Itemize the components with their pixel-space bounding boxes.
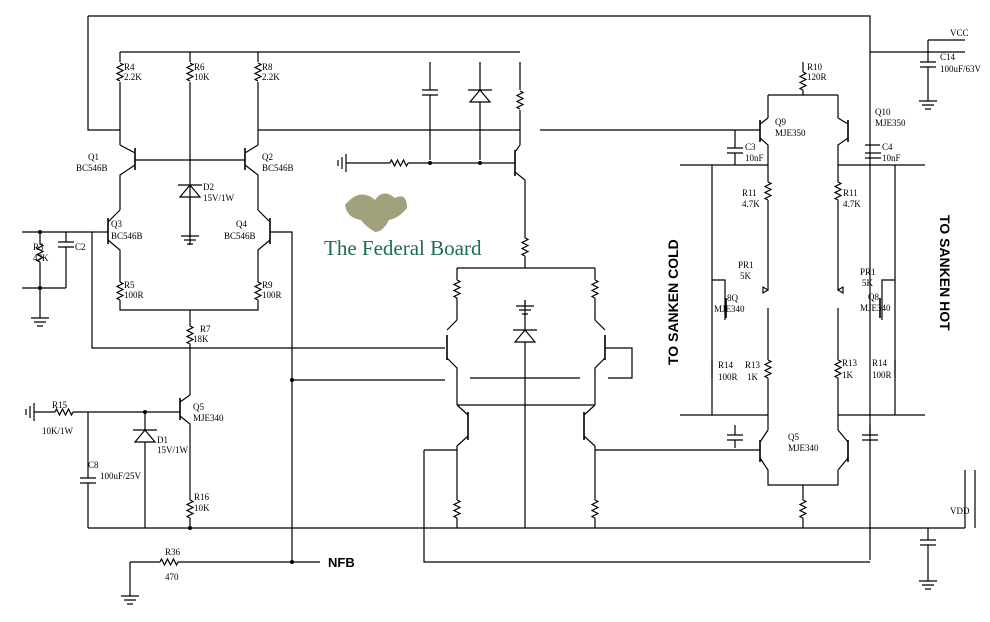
label-r11a: R11 [742,188,757,198]
label-d2: D2 [203,182,214,192]
value-r9: 100R [262,290,282,300]
label-c4: C4 [882,142,893,152]
value-r11b: 4.7K [843,199,861,209]
label-r11b: R11 [843,188,858,198]
vas-stage [337,62,870,563]
nfb-label: NFB [328,555,355,570]
label-q9: Q9 [775,117,786,127]
label-q5a: Q5 [193,402,204,412]
label-q1: Q1 [88,152,99,162]
value-r16: 10K [194,503,210,513]
label-q3: Q3 [111,219,122,229]
federal-board-logo: The Federal Board [324,193,482,260]
value-r5: 100R [124,290,144,300]
label-q8a: 8Q [727,293,739,303]
value-pr1b: 5K [862,278,874,288]
value-q5a: MJE340 [193,413,224,423]
label-c3: C3 [745,142,756,152]
label-r16: R16 [194,492,210,502]
label-r5: R5 [124,280,135,290]
label-c8: C8 [88,460,99,470]
label-d1: D1 [157,435,168,445]
value-q5b: MJE340 [788,443,819,453]
label-q10: Q10 [875,107,891,117]
value-r7: 18K [193,334,209,344]
label-r10: R10 [807,62,823,72]
logo-text: The Federal Board [324,236,482,260]
label-r7: R7 [200,324,211,334]
value-d1: 15V/1W [157,445,189,455]
value-r15: 10K/1W [42,426,74,436]
label-r9: R9 [262,280,273,290]
value-d2: 15V/1W [203,193,235,203]
supply-rails [870,39,976,590]
value-r13b: 1K [842,370,854,380]
label-c14: C14 [940,52,956,62]
label-r6: R6 [194,62,205,72]
label-r14a: R14 [718,360,734,370]
value-r14a: 100R [718,372,738,382]
label-q5b: Q5 [788,432,799,442]
value-c14: 100uF/63V [940,64,982,74]
vdd-label: VDD [950,506,970,516]
label-c2: C2 [75,242,86,252]
value-r4: 2.2K [124,72,142,82]
label-r15: R15 [52,400,68,410]
value-r36: 470 [165,572,179,582]
driver-stage [680,62,925,528]
label-r36: R36 [165,547,181,557]
value-q3: BC546B [111,231,143,241]
value-r8: 2.2K [262,72,280,82]
label-q2: Q2 [262,152,273,162]
label-q4: Q4 [236,219,247,229]
to-sanken-hot-label: TO SANKEN HOT [937,215,953,331]
value-q8b: MJE340 [860,303,891,313]
labels: R4 2.2K R6 10K R8 2.2K Q1 BC546B Q2 BC54… [33,28,982,582]
value-r6: 10K [194,72,210,82]
label-r14b: R14 [872,358,888,368]
label-r13a: R13 [745,360,761,370]
label-r8: R8 [262,62,273,72]
input-stage [22,15,965,605]
label-pr1a: PR1 [738,260,754,270]
value-r10: 120R [807,72,827,82]
label-r3: R3 [33,242,44,252]
value-q10: MJE350 [875,118,906,128]
value-q9: MJE350 [775,128,806,138]
value-pr1a: 5K [740,271,752,281]
label-q8b: Q8 [868,292,879,302]
value-r11a: 4.7K [742,199,760,209]
value-c8: 100uF/25V [100,471,142,481]
value-q4: BC546B [224,231,256,241]
value-q8a: MJE340 [714,304,745,314]
label-r13b: R13 [842,358,858,368]
value-c3: 10nF [745,153,764,163]
to-sanken-cold-label: TO SANKEN COLD [665,239,681,365]
label-r4: R4 [124,62,135,72]
value-q2: BC546B [262,163,294,173]
value-r3: 47K [33,253,49,263]
value-q1: BC546B [76,163,108,173]
value-c4: 10nF [882,153,901,163]
vcc-label: VCC [950,28,969,38]
value-r14b: 100R [872,370,892,380]
value-r13a: 1K [747,372,759,382]
label-pr1b: PR1 [860,267,876,277]
